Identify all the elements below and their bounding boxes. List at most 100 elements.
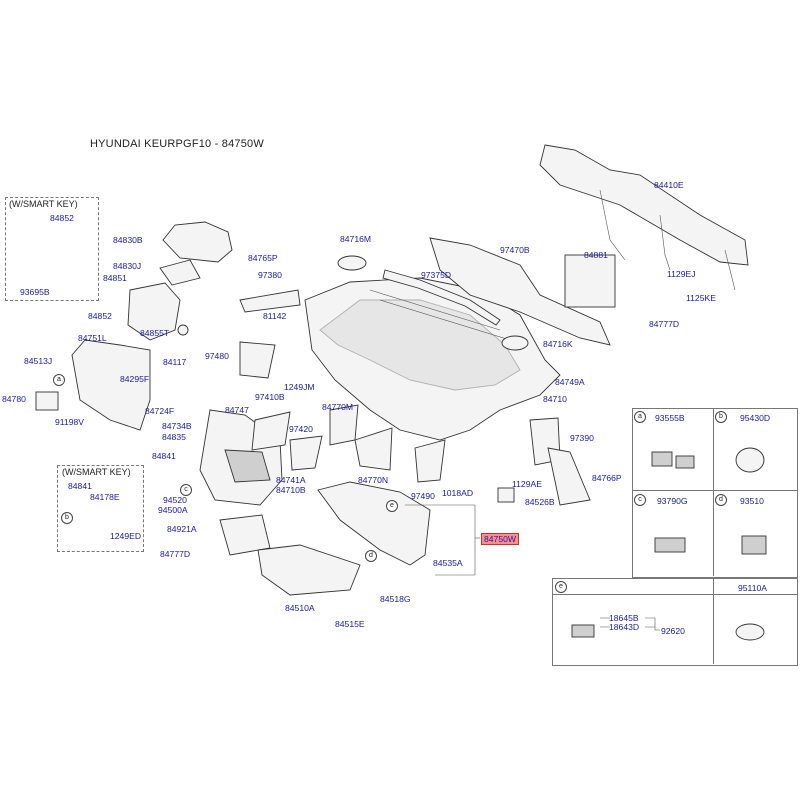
meter-hood (162, 221, 233, 263)
part-84780[interactable]: 84780 (2, 394, 26, 404)
duct-97380 (239, 289, 301, 313)
part-84518g[interactable]: 84518G (380, 594, 411, 604)
legend-icon-f (735, 623, 765, 641)
part-97480[interactable]: 97480 (205, 351, 229, 361)
part-84749a[interactable]: 84749A (555, 377, 585, 387)
legend-divider-h (632, 490, 797, 491)
legend-code-93510[interactable]: 93510 (740, 496, 764, 506)
diagram-title: HYUNDAI KEURPGF10 - 84750W (90, 138, 264, 150)
callout-a: a (53, 374, 65, 386)
part-97390[interactable]: 97390 (570, 433, 594, 443)
part-84841[interactable]: 84841 (152, 451, 176, 461)
part-84747[interactable]: 84747 (225, 405, 249, 415)
part-84117[interactable]: 84117 (163, 357, 187, 367)
part-84852-opt[interactable]: 84852 (50, 213, 74, 223)
part-84535a[interactable]: 84535A (433, 558, 463, 568)
legend-code-95430d[interactable]: 95430D (740, 413, 771, 423)
part-84851[interactable]: 84851 (103, 273, 127, 283)
legend-code-18645b[interactable]: 18645B (609, 613, 639, 623)
part-1249jm[interactable]: 1249JM (284, 382, 315, 392)
center-fascia-inner (224, 449, 271, 483)
part-84835[interactable]: 84835 (162, 432, 186, 442)
part-94520[interactable]: 94520 (163, 495, 187, 505)
legend-divider-v (713, 408, 714, 576)
part-93695b[interactable]: 93695B (20, 287, 50, 297)
panel-84766p (547, 447, 591, 506)
part-97375d[interactable]: 97375D (421, 270, 452, 280)
part-84765p[interactable]: 84765P (248, 253, 278, 263)
part-84750w-highlighted[interactable]: 84750W (481, 533, 520, 545)
part-84178e[interactable]: 84178E (90, 492, 120, 502)
part-84716k[interactable]: 84716K (543, 339, 573, 349)
part-84724f[interactable]: 84724F (145, 406, 175, 416)
part-1125ke[interactable]: 1125KE (686, 293, 716, 303)
part-94500a[interactable]: 94500A (158, 505, 188, 515)
cover-84770n (354, 427, 393, 471)
part-84734b[interactable]: 84734B (162, 421, 192, 431)
part-84515e[interactable]: 84515E (335, 619, 365, 629)
vent-97410b (251, 411, 291, 451)
part-84852[interactable]: 84852 (88, 311, 112, 321)
part-97410b[interactable]: 97410B (255, 392, 285, 402)
part-97420[interactable]: 97420 (289, 424, 313, 434)
legend-marker-a: a (634, 411, 646, 423)
glove-box-panel (317, 481, 431, 566)
part-84295f[interactable]: 84295F (120, 374, 150, 384)
vent-97490 (414, 439, 446, 483)
part-84526b[interactable]: 84526B (525, 497, 555, 507)
pad-84716m (337, 255, 367, 271)
legend-icon-a (651, 451, 673, 467)
part-84841-opt[interactable]: 84841 (68, 481, 92, 491)
part-97490[interactable]: 97490 (411, 491, 435, 501)
smart-key-box-1-title: (W/SMART KEY) (9, 199, 78, 209)
part-84751l[interactable]: 84751L (78, 333, 107, 343)
part-84410e[interactable]: 84410E (654, 180, 684, 190)
vent-97480 (239, 341, 276, 379)
part-91198v[interactable]: 91198V (55, 417, 84, 427)
part-84777d-right[interactable]: 84777D (649, 319, 680, 329)
legend-divider-v2 (713, 578, 714, 664)
part-84830j[interactable]: 84830J (113, 261, 142, 271)
pad-84716k (501, 335, 529, 351)
part-84855t[interactable]: 84855T (140, 328, 170, 338)
upper-cover (159, 259, 201, 286)
callout-d: d (365, 550, 377, 562)
part-1018ad[interactable]: 1018AD (442, 488, 474, 498)
part-84510a[interactable]: 84510A (285, 603, 315, 613)
legend-divider-h2 (552, 594, 797, 595)
part-1129ae[interactable]: 1129AE (512, 479, 542, 489)
cowl-cross-bar (539, 144, 749, 291)
legend-code-95110a[interactable]: 95110A (738, 583, 767, 593)
duct-97420 (289, 435, 323, 471)
part-84830b[interactable]: 84830B (113, 235, 143, 245)
lower-left-panel (71, 339, 151, 431)
part-84881[interactable]: 84881 (584, 250, 608, 260)
legend-code-93555b[interactable]: 93555B (655, 413, 685, 423)
part-84513j[interactable]: 84513J (24, 356, 53, 366)
part-81142[interactable]: 81142 (263, 311, 287, 321)
part-84766p[interactable]: 84766P (592, 473, 622, 483)
part-1249ed[interactable]: 1249ED (110, 531, 142, 541)
part-84710b[interactable]: 84710B (276, 485, 306, 495)
legend-code-93790g[interactable]: 93790G (657, 496, 688, 506)
part-84770m[interactable]: 84770M (322, 402, 354, 412)
legend-grid-lower (552, 578, 798, 666)
part-84921a[interactable]: 84921A (167, 524, 197, 534)
legend-marker-b: b (715, 411, 727, 423)
part-84716m[interactable]: 84716M (340, 234, 372, 244)
glove-box-housing (257, 544, 361, 596)
part-97470b[interactable]: 97470B (500, 245, 530, 255)
part-84777d-left[interactable]: 84777D (160, 549, 191, 559)
legend-code-18643d[interactable]: 18643D (609, 622, 640, 632)
duct-97470b (429, 237, 611, 346)
callout-b-box: b (61, 512, 73, 524)
bracket-84881 (564, 254, 616, 308)
part-84770n[interactable]: 84770N (358, 475, 389, 485)
legend-icon-e (571, 624, 595, 638)
part-1129ej[interactable]: 1129EJ (667, 269, 696, 279)
part-97380[interactable]: 97380 (258, 270, 282, 280)
cluster-fascia (127, 282, 181, 341)
part-84710[interactable]: 84710 (543, 394, 567, 404)
part-84741a[interactable]: 84741A (276, 475, 306, 485)
legend-code-92620[interactable]: 92620 (661, 626, 685, 636)
